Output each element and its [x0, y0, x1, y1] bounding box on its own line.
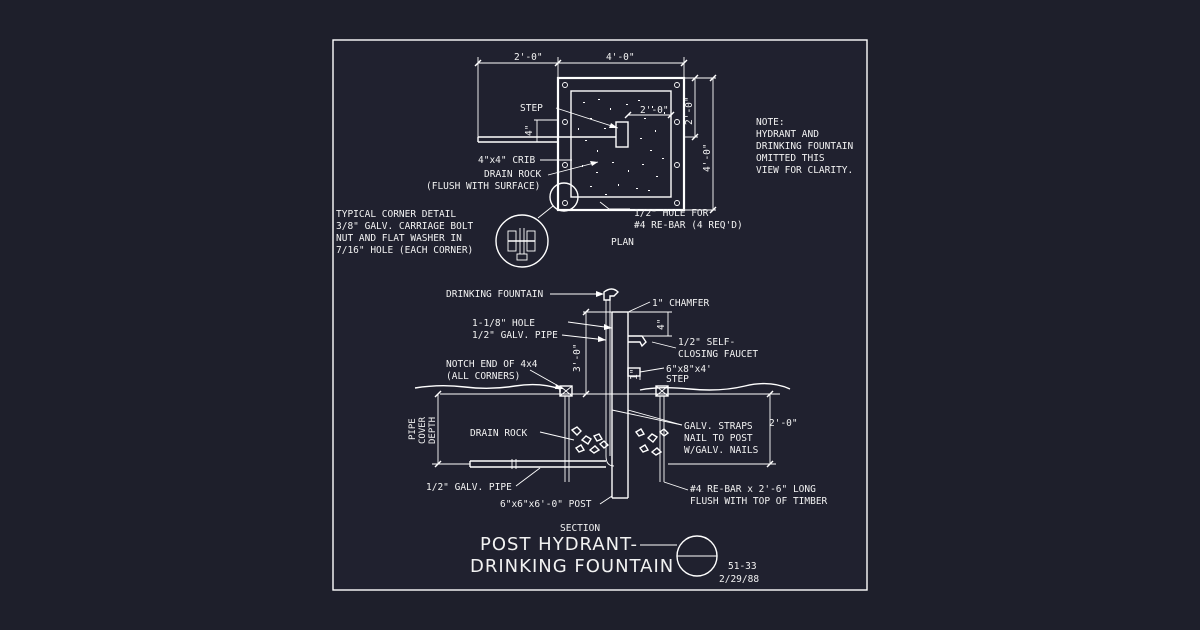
dim-left-small: 4" [524, 125, 535, 136]
dim-center: 2'-0" [640, 105, 669, 116]
title-block: POST HYDRANT- DRINKING FOUNTAIN 51-33 2/… [470, 534, 759, 585]
plan-drain-rock: DRAIN ROCK [484, 169, 541, 180]
drinking-fountain-label: DRINKING FOUNTAIN [446, 289, 544, 300]
note-line-5: VIEW FOR CLARITY. [756, 165, 853, 176]
corner-line-4: 7/16" HOLE (EACH CORNER) [336, 245, 473, 256]
crib-inner [570, 90, 672, 198]
notch-line-1: NOTCH END OF 4x4 [446, 359, 538, 370]
note-line-3: DRINKING FOUNTAIN [756, 141, 854, 152]
crib-label: 4"x4" CRIB [478, 155, 535, 166]
drain-rock-dots [578, 99, 665, 195]
sheet-border [332, 39, 868, 591]
dim-1in: 1" [629, 369, 640, 380]
plan-view: 2'-0" 4'-0" 4'-0" 2'-0" 2'-0" 4" STEP 4"… [336, 52, 743, 268]
plan-flush: (FLUSH WITH SURFACE) [426, 181, 540, 192]
straps-line-3: W/GALV. NAILS [684, 445, 759, 456]
crib-outer [556, 76, 686, 212]
galv-pipe-top-label: 1/2" GALV. PIPE [472, 330, 558, 341]
plan-label: PLAN [611, 237, 634, 248]
post-label: 6"x6"x6'-0" POST [500, 499, 592, 510]
self-closing-line-1: 1/2" SELF- [678, 337, 735, 348]
section-drain-rock-label: DRAIN ROCK [470, 428, 527, 439]
straps-line-2: NAIL TO POST [684, 433, 753, 444]
plan-step-label: STEP [520, 103, 543, 114]
corner-line-1: TYPICAL CORNER DETAIL [336, 209, 456, 220]
cover-label: COVER [418, 416, 428, 444]
chamfer-label: 1" CHAMFER [652, 298, 709, 309]
section-label: SECTION [560, 523, 600, 534]
notch-line-2: (ALL CORNERS) [446, 371, 520, 382]
dim-4in: 4" [656, 319, 667, 330]
dim-3ft: 3'-0" [572, 343, 583, 372]
note-line-2: HYDRANT AND [756, 129, 819, 140]
hole-118-label: 1-1/8" HOLE [472, 318, 535, 329]
dim-right-outer: 4'-0" [702, 143, 713, 172]
dim-2ft: 2'-0" [769, 418, 798, 429]
step-line-1: 6"x8"x4' [666, 364, 712, 375]
drawing-date: 2/29/88 [719, 574, 759, 585]
title-line-2: DRINKING FOUNTAIN [470, 556, 674, 577]
self-closing-line-2: CLOSING FAUCET [678, 349, 758, 360]
hole-line-2: #4 RE-BAR (4 REQ'D) [634, 220, 743, 231]
depth-label: DEPTH [428, 417, 438, 444]
hole-line-1: 1/2" HOLE FOR [634, 208, 709, 219]
step-line-2: STEP [666, 374, 689, 385]
rebar-line-1: #4 RE-BAR x 2'-6" LONG [690, 484, 816, 495]
dim-right-inner: 2'-0" [684, 96, 695, 125]
rebar-line-2: FLUSH WITH TOP OF TIMBER [690, 496, 828, 507]
dim-top-left: 2'-0" [514, 52, 543, 63]
title-line-1: POST HYDRANT- [480, 534, 638, 555]
section-view: PIPE COVER DEPTH 3'-0" 4" 1" 2'-0" DRINK… [408, 288, 828, 534]
note-block: NOTE: HYDRANT AND DRINKING FOUNTAIN OMIT… [756, 117, 854, 176]
dim-top-right: 4'-0" [606, 52, 635, 63]
galv-pipe-bottom-label: 1/2" GALV. PIPE [426, 482, 512, 493]
note-line-1: NOTE: [756, 117, 785, 128]
note-line-4: OMITTED THIS [756, 153, 825, 164]
section-drain-rocks [570, 426, 670, 456]
corner-line-3: NUT AND FLAT WASHER IN [336, 233, 462, 244]
corner-line-2: 3/8" GALV. CARRIAGE BOLT [336, 221, 474, 232]
step-rect [615, 121, 629, 148]
straps-line-1: GALV. STRAPS [684, 421, 753, 432]
pipe-label: PIPE [408, 418, 418, 440]
corner-detail-circle [495, 214, 549, 268]
drawing-number: 51-33 [728, 561, 757, 572]
